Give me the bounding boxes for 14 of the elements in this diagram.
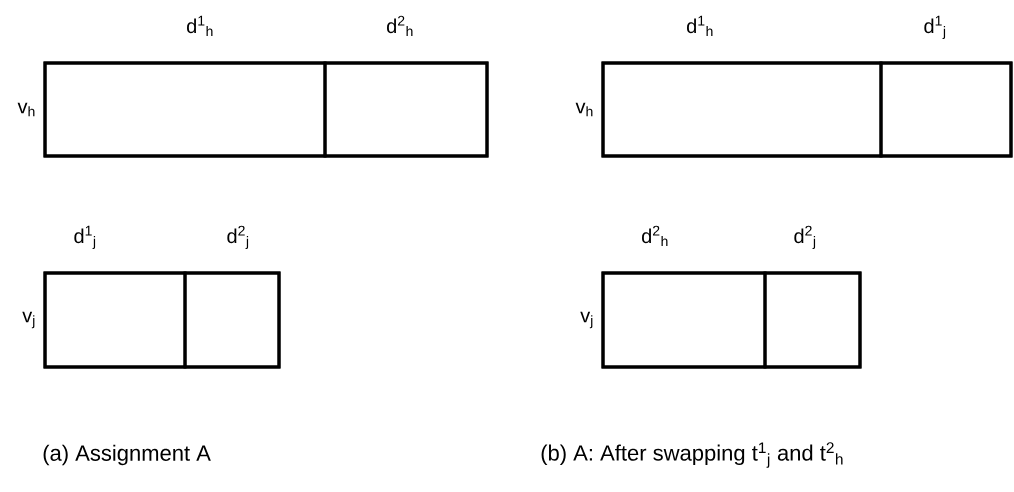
cell-label: d$^{2}$h [642,225,668,247]
cell-label: d$^{2}$j [227,225,249,249]
cell-label: d$^{1}$h [687,15,713,37]
row-label: v$_{h}$ [17,102,35,117]
row-label: v$_{j}$ [22,311,35,329]
caption: (b) A: After swapping t$^{1}$$_{j}$ and t$^{2}$h [541,442,843,468]
row-label: v$_{h}$ [575,102,593,117]
caption: (a) Assignment A [43,444,211,466]
row-label: v$_{j}$ [580,311,593,329]
cell-label: d$^{1}$j [74,225,96,249]
cell-label: d$^{2}$h [387,15,413,37]
cell-label: d$^{2}$j [794,225,816,249]
cell-label: d$^{1}$h [187,15,213,37]
cell-label: d$^{1}$j [924,15,946,39]
